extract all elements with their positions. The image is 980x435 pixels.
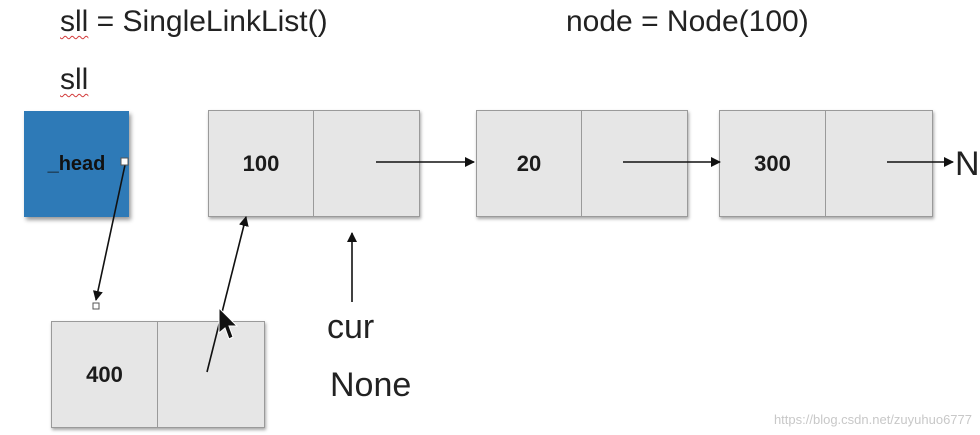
- node-20: 20: [476, 110, 688, 217]
- code-line-left: sll = SingleLinkList(): [60, 4, 328, 40]
- new-node-next-arrow: [206, 216, 249, 373]
- head-target-dot: [92, 302, 100, 310]
- node-value: 100: [209, 111, 314, 216]
- code-var-sll: sll: [60, 5, 89, 38]
- node-value: 300: [720, 111, 826, 216]
- node-100: 100: [208, 110, 420, 217]
- head-pointer-box: _head: [24, 111, 129, 217]
- head-anchor-dot: [120, 157, 129, 166]
- code-assign-rest: = SingleLinkList(): [88, 5, 328, 38]
- cur-label: cur: [327, 308, 375, 346]
- node-value: 20: [477, 111, 582, 216]
- head-label: _head: [47, 152, 106, 175]
- sll-label: sll: [60, 63, 89, 96]
- node-value: 400: [52, 322, 158, 427]
- end-none-label: N: [955, 145, 980, 183]
- watermark: https://blog.csdn.net/zuyuhuo6777: [773, 412, 972, 427]
- none-label: None: [330, 366, 412, 404]
- mouse-cursor-icon: [218, 306, 239, 340]
- head-to-new-node-arrow: [93, 164, 126, 301]
- code-line-right: node = Node(100): [566, 5, 809, 38]
- node-300: 300: [719, 110, 933, 217]
